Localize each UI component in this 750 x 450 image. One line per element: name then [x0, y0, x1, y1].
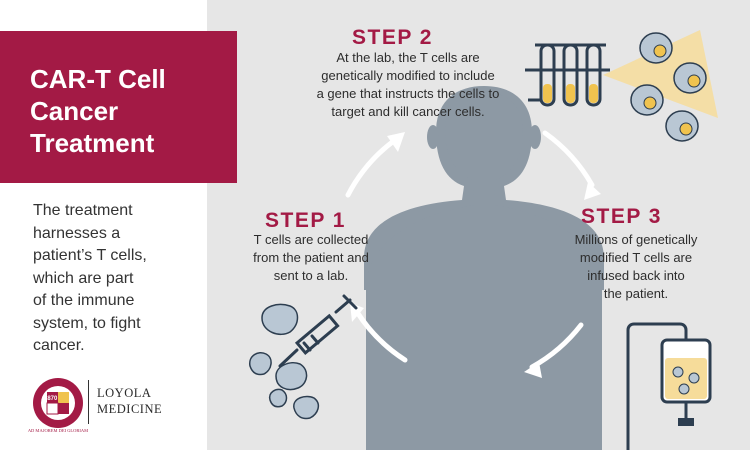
light-beam — [603, 30, 718, 118]
title-line: CAR-T Cell — [30, 64, 166, 94]
title-line: Cancer — [30, 96, 119, 126]
logo-line: LOYOLA — [97, 386, 152, 400]
arrow-step1-to-step2 — [345, 137, 398, 198]
intro-paragraph: The treatment harnesses a patient’s T ce… — [33, 200, 183, 358]
step-2-line: a gene that instructs the cells to — [316, 86, 500, 101]
arrow-heads — [350, 132, 601, 378]
intro-line: patient’s T cells, — [33, 247, 147, 264]
iv-bag-icon — [626, 322, 712, 450]
syringe-icon — [278, 294, 358, 368]
t-cells-icon — [249, 303, 320, 420]
intro-line: harnesses a — [33, 224, 121, 242]
step-3-line: the patient. — [603, 286, 669, 301]
seal-motto: AD MAJOREM DEI GLORIAM — [28, 428, 88, 433]
intro-line: of the immune — [33, 292, 135, 309]
step-1-description: T cells are collected from the patient a… — [232, 231, 390, 285]
modified-t-cells-icon — [630, 32, 707, 142]
step-1-line: T cells are collected — [253, 232, 369, 247]
step-1-title: STEP 1 — [265, 209, 346, 232]
logo-wordmark: LOYOLA MEDICINE — [97, 385, 162, 417]
test-tubes-icon — [525, 43, 610, 107]
title-line: Treatment — [30, 128, 155, 158]
arrow-to-step1 — [354, 309, 408, 363]
step-1-line: from the patient and — [253, 250, 369, 265]
loyola-seal-logo: 1870 AD MAJOREM DEI GLORIAM — [28, 378, 88, 433]
step-2-line: target and kill cancer cells. — [331, 104, 485, 119]
logo-line: MEDICINE — [97, 402, 163, 416]
step-3-line: Millions of genetically — [574, 232, 698, 247]
step-2-description: At the lab, the T cells are genetically … — [278, 49, 538, 121]
step-3-title: STEP 3 — [581, 205, 662, 228]
step-2-title: STEP 2 — [352, 26, 433, 49]
step-2-line: genetically modified to include — [321, 68, 495, 83]
test-tube-liquid — [543, 84, 598, 103]
logo-divider — [88, 380, 89, 424]
intro-line: which are part — [33, 269, 134, 287]
page-title: CAR-T Cell Cancer Treatment — [30, 63, 230, 159]
step-1-line: sent to a lab. — [273, 268, 349, 283]
arrow-step2-to-step3 — [542, 130, 595, 188]
step-3-description: Millions of genetically modified T cells… — [556, 231, 716, 303]
intro-line: system, to fight — [33, 314, 141, 332]
step-3-line: modified T cells are — [579, 250, 693, 265]
seal-year: 1870 — [44, 396, 58, 402]
title-banner: CAR-T Cell Cancer Treatment — [0, 31, 237, 183]
step-2-line: At the lab, the T cells are — [336, 50, 480, 65]
intro-line: The treatment — [33, 202, 133, 219]
intro-line: cancer. — [33, 337, 85, 354]
step-3-line: infused back into — [587, 268, 685, 283]
